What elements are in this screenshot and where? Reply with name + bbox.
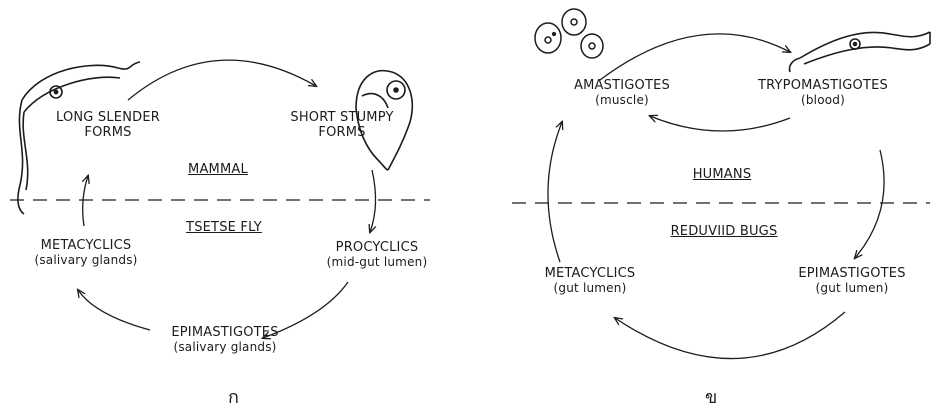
label-line: LONG SLENDER <box>28 110 188 125</box>
host-label-humans: HUMANS <box>680 167 764 182</box>
caption-a: ก <box>228 382 239 411</box>
label-metacyclics-b: METACYCLICS (gut lumen) <box>520 266 660 296</box>
label-line: METACYCLICS <box>6 238 166 253</box>
label-sub: (muscle) <box>560 93 684 108</box>
label-sub: (salivary glands) <box>6 253 166 268</box>
label-trypomastigotes: TRYPOMASTIGOTES (blood) <box>728 78 918 108</box>
amastigote-cells-sketch <box>535 9 603 58</box>
label-epimastigotes-b: EPIMASTIGOTES (gut lumen) <box>772 266 932 296</box>
label-sub: (gut lumen) <box>772 281 932 296</box>
label-amastigotes: AMASTIGOTES (muscle) <box>560 78 684 108</box>
label-line: FORMS <box>272 125 412 140</box>
trypomastigote-sketch <box>789 32 930 72</box>
label-metacyclics-a: METACYCLICS (salivary glands) <box>6 238 166 268</box>
arrow-metacyclics-to-amastigotes <box>548 122 562 262</box>
label-line: FORMS <box>28 125 188 140</box>
label-line: TRYPOMASTIGOTES <box>728 78 918 93</box>
arrow-top-arc-b <box>600 34 790 80</box>
arrow-long-to-short <box>128 60 316 100</box>
label-short-stumpy-forms: SHORT STUMPY FORMS <box>272 110 412 140</box>
label-sub: (mid-gut lumen) <box>302 255 452 270</box>
caption-b: ข <box>705 382 717 411</box>
label-sub: (salivary glands) <box>140 340 310 355</box>
label-line: AMASTIGOTES <box>560 78 684 93</box>
arrow-metacyclics-to-long <box>83 176 88 226</box>
label-line: SHORT STUMPY <box>272 110 412 125</box>
label-line: PROCYCLICS <box>302 240 452 255</box>
label-line: EPIMASTIGOTES <box>772 266 932 281</box>
host-label-mammal: MAMMAL <box>168 162 268 177</box>
label-line: METACYCLICS <box>520 266 660 281</box>
label-epimastigotes-a: EPIMASTIGOTES (salivary glands) <box>140 325 310 355</box>
arrow-short-to-procyclics <box>370 170 376 232</box>
host-label-reduviid-bugs: REDUVIID BUGS <box>660 224 788 239</box>
label-long-slender-forms: LONG SLENDER FORMS <box>28 110 188 140</box>
arrow-trypo-to-epimastigotes <box>855 150 884 258</box>
label-sub: (gut lumen) <box>520 281 660 296</box>
arrow-epimastigotes-to-metacyclics-b <box>615 312 845 359</box>
label-sub: (blood) <box>728 93 918 108</box>
label-procyclics: PROCYCLICS (mid-gut lumen) <box>302 240 452 270</box>
arrow-trypo-to-amastigotes <box>650 116 790 131</box>
arrow-epimastigotes-to-metacyclics <box>78 290 150 330</box>
label-line: EPIMASTIGOTES <box>140 325 310 340</box>
host-label-tsetse-fly: TSETSE FLY <box>164 220 284 235</box>
